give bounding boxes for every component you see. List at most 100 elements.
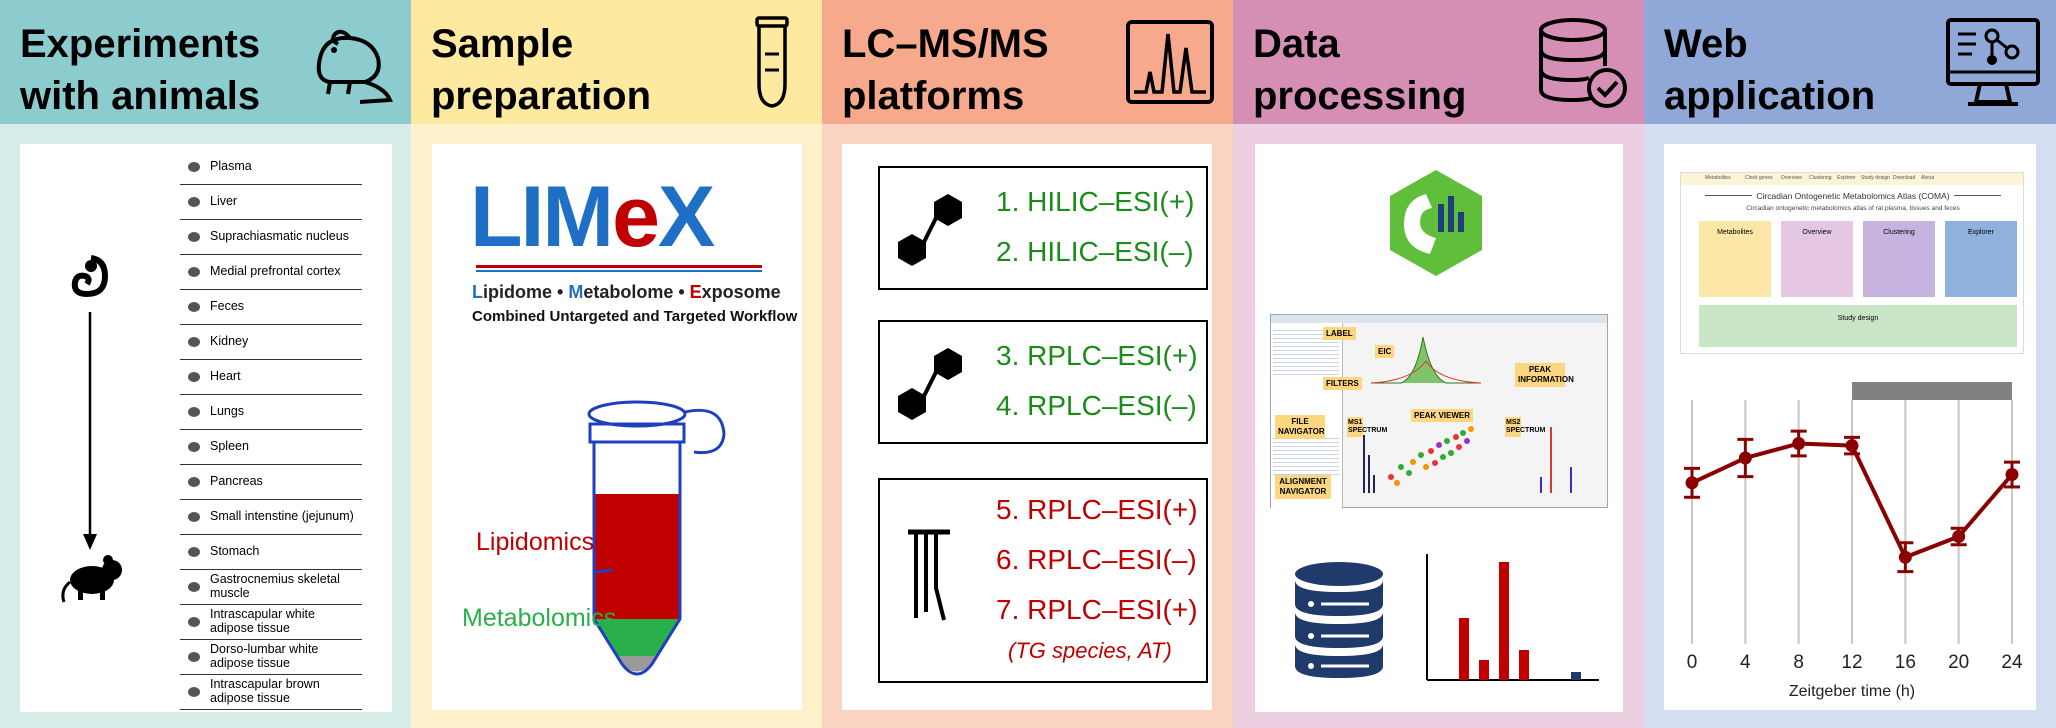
intestine-icon bbox=[188, 512, 200, 522]
spleen-icon bbox=[188, 442, 200, 452]
limex-logo: LIMeX bbox=[470, 169, 715, 265]
nav-clock-genes[interactable]: Clock genes bbox=[1745, 175, 1773, 181]
organ-label: Lungs bbox=[210, 404, 245, 418]
organ-row: Intrascapular brown adipose tissue bbox=[180, 675, 362, 710]
organ-label: Stomach bbox=[210, 544, 260, 558]
website-screenshot: Metabolites Clock genes Overview Cluster… bbox=[1680, 172, 2024, 354]
peak-viewer-tag: PEAK VIEWER bbox=[1411, 409, 1474, 422]
body-web-application: Metabolites Clock genes Overview Cluster… bbox=[1644, 124, 2056, 728]
rplc-column-icon bbox=[898, 348, 962, 420]
ms2-tag: MS2 SPECTRUM bbox=[1505, 417, 1545, 437]
logo-underline-blue bbox=[476, 270, 762, 272]
data-point bbox=[1952, 530, 1966, 544]
platform-6: 6. RPLC–ESI(–) bbox=[996, 544, 1197, 575]
hilic-column-icon bbox=[898, 194, 962, 266]
organ-row: Small intenstine (jejunum) bbox=[180, 500, 362, 535]
rat-icon bbox=[316, 29, 393, 104]
organ-row: Heart bbox=[180, 360, 362, 395]
nav-overview[interactable]: Overview bbox=[1781, 175, 1802, 181]
web-panel: Metabolites Clock genes Overview Cluster… bbox=[1664, 144, 2036, 710]
limex-workflow: Combined Untargeted and Targeted Workflo… bbox=[472, 308, 798, 325]
card-study-design[interactable]: Study design bbox=[1699, 305, 2017, 347]
align-nav-tag: ALIGNMENT NAVIGATOR bbox=[1275, 475, 1331, 499]
computer-network-icon bbox=[1946, 18, 2040, 106]
site-title: Circadian Ontogenetic Metabolomics Atlas… bbox=[1681, 191, 2025, 201]
organ-row: Intrascapular white adipose tissue bbox=[180, 605, 362, 640]
eic-plot bbox=[1371, 336, 1481, 384]
kidney-icon bbox=[188, 337, 200, 347]
lipidomics-label: Lipidomics bbox=[476, 528, 595, 556]
organ-label: Gastrocnemius skeletal muscle bbox=[210, 572, 340, 600]
limex-subtitle: Lipidome • Metabolome • Exposome bbox=[472, 282, 781, 302]
card-metabolites[interactable]: Metabolites bbox=[1699, 221, 1771, 297]
data-point bbox=[1898, 550, 1912, 564]
rplc-metab-box: 3. RPLC–ESI(+) 4. RPLC–ESI(–) bbox=[878, 320, 1208, 444]
nav-about[interactable]: About bbox=[1921, 175, 1935, 181]
development-arrow bbox=[83, 312, 97, 550]
x-axis-label: Zeitgeber time (h) bbox=[1789, 683, 1915, 700]
organ-label: Heart bbox=[210, 369, 241, 383]
tube-icon bbox=[755, 16, 789, 108]
adipose-icon bbox=[188, 617, 200, 627]
chromatogram-icon bbox=[1126, 20, 1214, 104]
organ-row: Suprachiasmatic nucleus bbox=[180, 220, 362, 255]
pancreas-icon bbox=[188, 477, 200, 487]
feces-icon bbox=[188, 302, 200, 312]
nav-download[interactable]: Download bbox=[1893, 175, 1916, 181]
nav-study-design[interactable]: Study design bbox=[1861, 175, 1890, 181]
adult-rat-icon bbox=[61, 555, 122, 603]
neuron-icon bbox=[188, 232, 200, 242]
drop-icon bbox=[188, 162, 200, 172]
dark-phase-bar bbox=[1852, 382, 2012, 400]
x-tick-label: 16 bbox=[1895, 652, 1916, 673]
metabolomics-label: Metabolomics bbox=[462, 604, 617, 632]
organ-label: Liver bbox=[210, 194, 238, 208]
body-lcms: 1. HILIC–ESI(+) 2. HILIC–ESI(–) 3. RPLC–… bbox=[822, 124, 1233, 728]
site-nav: Metabolites Clock genes Overview Cluster… bbox=[1681, 173, 2023, 185]
nav-metabolites[interactable]: Metabolites bbox=[1705, 175, 1731, 181]
label-tag: LABEL bbox=[1323, 327, 1356, 340]
card-overview[interactable]: Overview bbox=[1781, 221, 1853, 297]
eic-tag: EIC bbox=[1375, 345, 1395, 358]
msdial-window: LABEL FILTERS EIC PEAK INFORMATION FILE … bbox=[1270, 314, 1608, 509]
platform-5: 5. RPLC–ESI(+) bbox=[996, 494, 1198, 525]
lungs-icon bbox=[188, 407, 200, 417]
c18-chain-icon bbox=[908, 529, 950, 621]
nav-clustering[interactable]: Clustering bbox=[1809, 175, 1832, 181]
card-clustering[interactable]: Clustering bbox=[1863, 221, 1935, 297]
x-tick-label: 8 bbox=[1793, 652, 1804, 673]
body-sample-preparation: LIMeX Lipidome • Metabolome • Exposome C… bbox=[411, 124, 822, 728]
muscle-icon bbox=[188, 582, 200, 592]
hilic-box: 1. HILIC–ESI(+) 2. HILIC–ESI(–) bbox=[878, 166, 1208, 290]
platform-panel: 1. HILIC–ESI(+) 2. HILIC–ESI(–) 3. RPLC–… bbox=[842, 144, 1212, 710]
embryo-icon bbox=[71, 255, 109, 298]
data-point bbox=[1685, 476, 1699, 490]
logo-underline bbox=[476, 265, 762, 268]
organ-label: Feces bbox=[210, 299, 245, 313]
extraction-tube bbox=[587, 400, 726, 676]
site-subtitle: Circadian ontogenetic metabolomics atlas… bbox=[1746, 205, 1960, 212]
spectrum-bars bbox=[1426, 554, 1599, 681]
adipose-icon bbox=[188, 687, 200, 697]
platform-7: 7. RPLC–ESI(+) bbox=[996, 594, 1198, 625]
nav-explorer[interactable]: Explorer bbox=[1837, 175, 1856, 181]
organ-label: Spleen bbox=[210, 439, 249, 453]
brain-icon bbox=[188, 267, 200, 277]
organ-row: Stomach bbox=[180, 535, 362, 570]
card-explorer[interactable]: Explorer bbox=[1945, 221, 2017, 297]
x-tick-label: 4 bbox=[1740, 652, 1751, 673]
organ-label: Pancreas bbox=[210, 474, 263, 488]
